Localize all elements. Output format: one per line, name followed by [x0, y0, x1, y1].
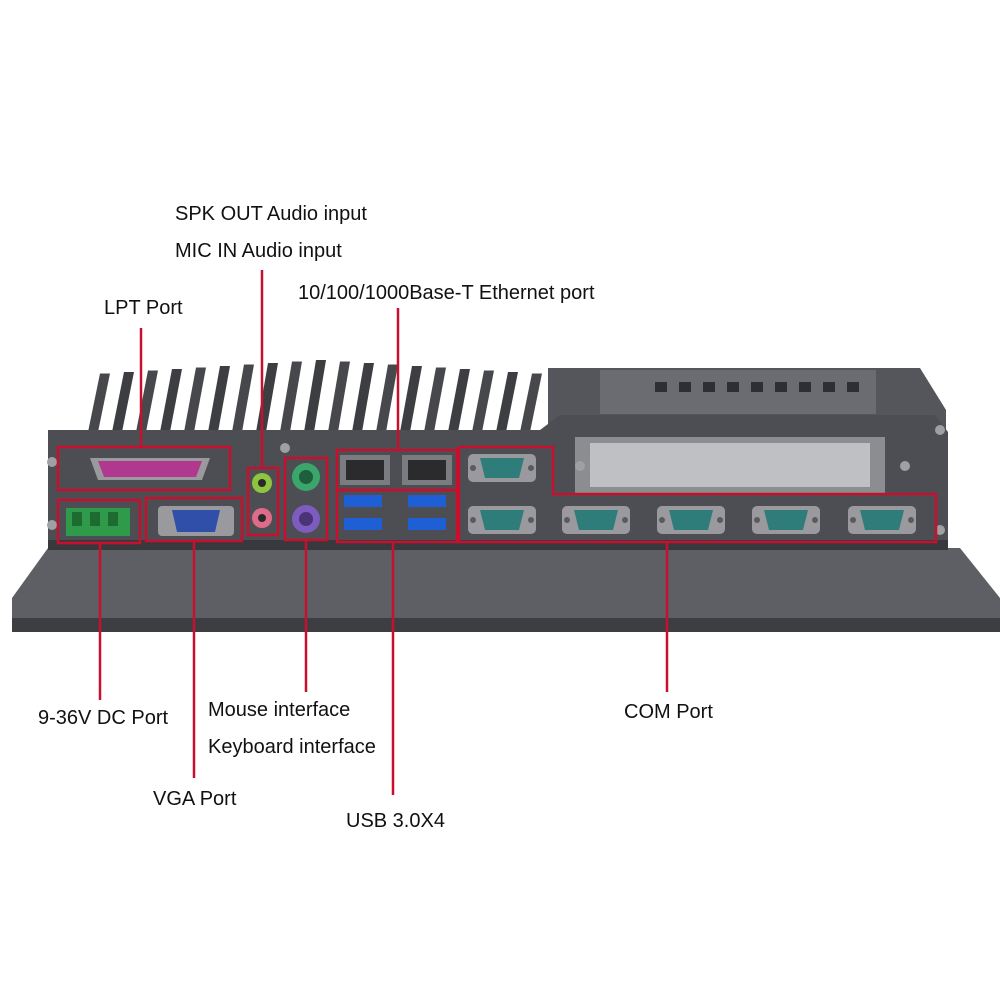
vent-slot [775, 382, 787, 392]
label-mic-in: MIC IN Audio input [175, 240, 342, 262]
heatsink-fin [304, 360, 326, 432]
callout-box-lpt [56, 445, 232, 492]
label-spk-out: SPK OUT Audio input [175, 203, 367, 225]
lpt-connector [90, 458, 210, 480]
screw [47, 457, 57, 467]
heatsink-fin [400, 366, 422, 432]
front-bezel [12, 548, 1000, 630]
heatsink-fin [328, 361, 350, 432]
heatsink-fin [256, 363, 278, 432]
expansion-slot-inner [590, 443, 870, 487]
db9-connector [848, 506, 916, 534]
screw [47, 520, 57, 530]
heatsink-fin [136, 370, 158, 432]
heatsink-fin [88, 373, 110, 432]
heatsink-fin [112, 372, 134, 432]
panel-bottom-edge [48, 540, 948, 550]
vent-slot [655, 382, 667, 392]
label-ethernet: 10/100/1000Base-T Ethernet port [298, 282, 595, 304]
heatsink-fin [424, 367, 446, 432]
db9-connector [657, 506, 725, 534]
heatsink-fin [280, 361, 302, 432]
vent-slots [655, 382, 859, 392]
db9-connector [468, 454, 536, 482]
label-com: COM Port [624, 701, 713, 723]
heatsink-fin [184, 367, 206, 432]
heatsink-fin [496, 372, 518, 432]
label-usb: USB 3.0X4 [346, 810, 445, 832]
screw [280, 443, 290, 453]
vent-slot [703, 382, 715, 392]
db9-connector [562, 506, 630, 534]
panel-screws [47, 425, 945, 535]
usb-ports [344, 495, 446, 530]
vent-slot [847, 382, 859, 392]
heatsink-fin [160, 369, 182, 432]
label-dc: 9-36V DC Port [38, 707, 169, 729]
heatsink-fin [232, 364, 254, 432]
vent-slot [751, 382, 763, 392]
screw [575, 461, 585, 471]
label-keyboard: Keyboard interface [208, 736, 376, 758]
vga-connector [158, 506, 234, 536]
heatsink-fin [352, 363, 374, 432]
screw [935, 525, 945, 535]
label-lpt: LPT Port [104, 297, 183, 319]
label-mouse: Mouse interface [208, 699, 351, 721]
db9-connector [468, 506, 536, 534]
ethernet-ports [340, 455, 452, 485]
heatsink-fin [472, 370, 494, 432]
heatsink-fin [448, 369, 470, 432]
heatsink-fin [520, 373, 542, 432]
heatsink-fins [88, 360, 542, 432]
vent-slot [823, 382, 835, 392]
vent-slot [679, 382, 691, 392]
vent-slot [799, 382, 811, 392]
heatsink-fin [376, 364, 398, 432]
callout-markers [56, 270, 938, 795]
label-vga: VGA Port [153, 788, 237, 810]
com-connectors [468, 454, 916, 534]
db9-connector [752, 506, 820, 534]
callout-box-usb [335, 488, 459, 544]
screw [935, 425, 945, 435]
screw [900, 461, 910, 471]
vent-slot [727, 382, 739, 392]
heatsink-fin [208, 366, 230, 432]
dc-terminal [66, 508, 130, 536]
callout-box-com [457, 445, 938, 544]
bezel-edge [12, 618, 1000, 632]
